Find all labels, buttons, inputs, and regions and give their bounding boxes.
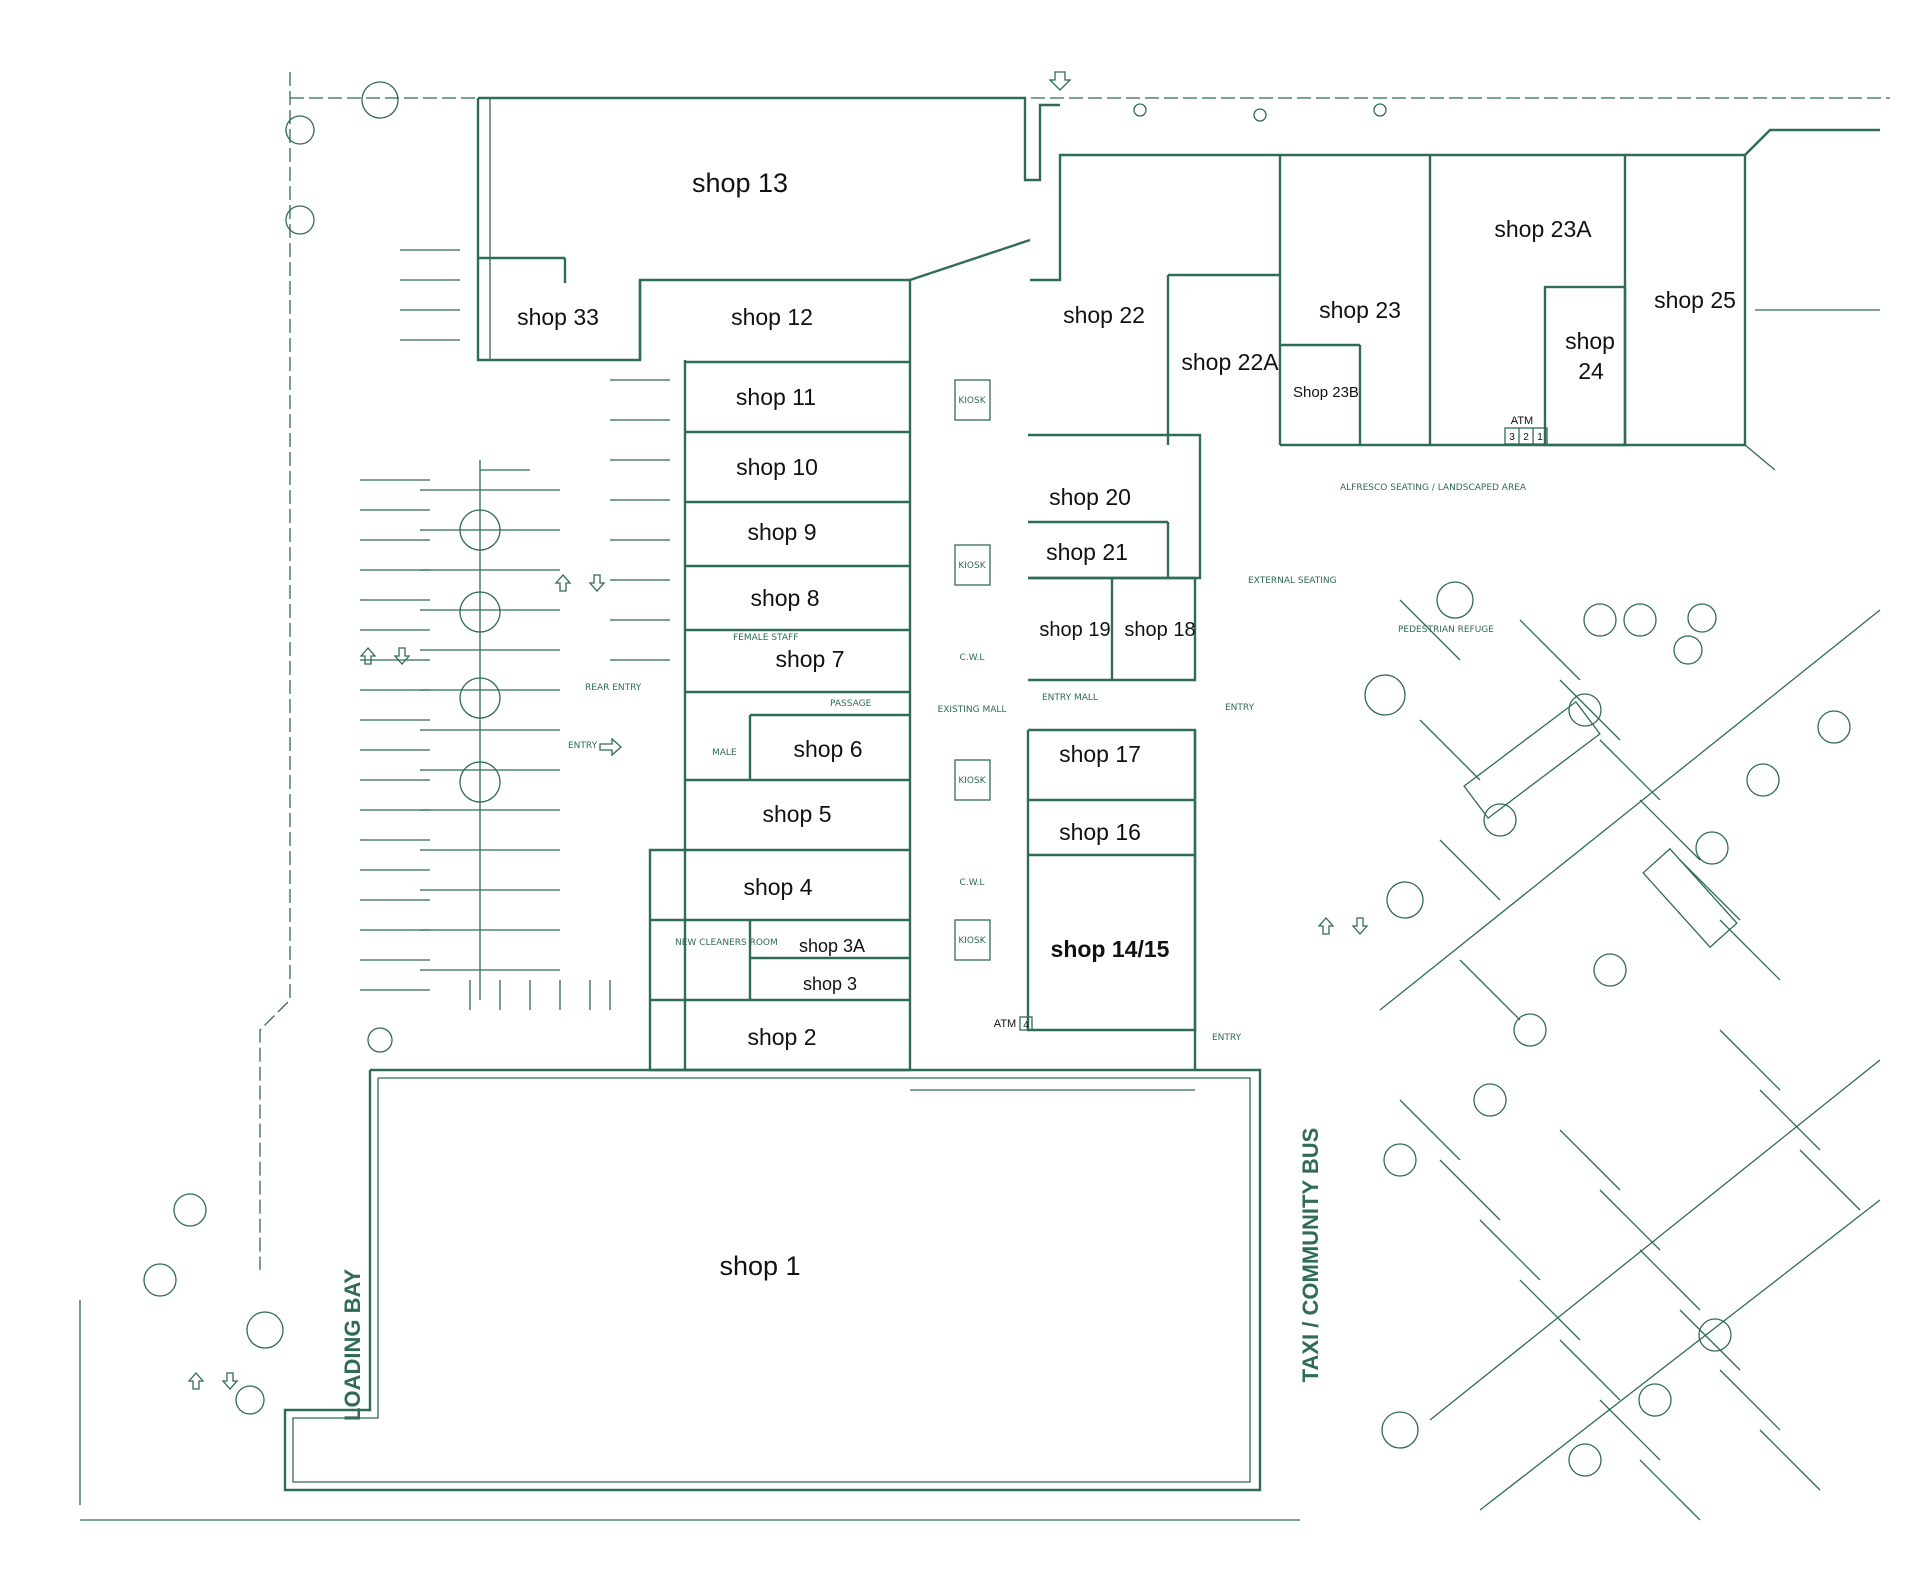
entry-note-south: ENTRY	[1212, 1033, 1242, 1043]
external-seating-note: EXTERNAL SEATING	[1248, 576, 1337, 586]
shop-2-label: shop 2	[747, 1024, 816, 1050]
cleaners-note: NEW CLEANERS ROOM	[675, 938, 778, 948]
existing-mall-note: EXISTING MALL	[938, 705, 1007, 715]
cwl-note-2: C.W.L	[960, 878, 985, 888]
shop-3a-label: shop 3A	[799, 936, 865, 956]
shop-8-label: shop 8	[750, 585, 819, 611]
loading-bay-label: LOADING BAY	[340, 1269, 365, 1421]
rear-entry-note: REAR ENTRY	[585, 683, 642, 693]
shop-18-label: shop 18	[1124, 619, 1195, 641]
taxi-community-bus-label: TAXI / COMMUNITY BUS	[1298, 1128, 1323, 1383]
atm-north-label: ATM	[1511, 415, 1533, 427]
kiosk-note-2: KIOSK	[958, 561, 986, 571]
cwl-note-1: C.W.L	[960, 653, 985, 663]
shop-19-label: shop 19	[1039, 619, 1110, 641]
entry-note-west: ENTRY	[568, 741, 598, 751]
trees	[143, 81, 1851, 1477]
shop-10-label: shop 10	[736, 454, 818, 480]
pedestrian-note: PEDESTRIAN REFUGE	[1398, 625, 1494, 635]
shop-24-label-line2: 24	[1578, 358, 1604, 384]
shop-7-label: shop 7	[775, 646, 844, 672]
shop-25-label: shop 25	[1654, 287, 1736, 313]
atm-south: ATM 4	[994, 1016, 1033, 1031]
shop-20-label: shop 20	[1049, 484, 1131, 510]
shop-14-15-label: shop 14/15	[1051, 936, 1170, 962]
atm-slot-4: 4	[1023, 1020, 1029, 1031]
atm-slot-1: 1	[1537, 432, 1543, 443]
shop-1-label: shop 1	[719, 1251, 800, 1281]
passage-note: PASSAGE	[830, 699, 872, 709]
atm-south-label: ATM	[994, 1018, 1016, 1030]
male-note: MALE	[712, 748, 737, 758]
shop-23a-label: shop 23A	[1494, 216, 1592, 242]
kiosk-note-3: KIOSK	[958, 776, 986, 786]
atm-north: ATM 3 2 1	[1504, 415, 1548, 445]
female-staff-note: FEMALE STAFF	[733, 633, 798, 643]
alfresco-note: ALFRESCO SEATING / LANDSCAPED AREA	[1340, 483, 1527, 493]
shop-3-label: shop 3	[803, 974, 857, 994]
shop-24-label-line1: shop	[1565, 328, 1615, 354]
shop-23-label: shop 23	[1319, 297, 1401, 323]
atm-slot-2: 2	[1523, 432, 1529, 443]
shop-4-label: shop 4	[743, 874, 812, 900]
building-walls	[283, 96, 1880, 1492]
shop-12-label: shop 12	[731, 304, 813, 330]
plan-notes: KIOSK KIOSK KIOSK KIOSK C.W.L C.W.L EXIS…	[568, 396, 1527, 1043]
shop-17-label: shop 17	[1059, 741, 1141, 767]
shop-5-label: shop 5	[762, 801, 831, 827]
shop-23b-label: Shop 23B	[1293, 384, 1359, 401]
entry-note-east: ENTRY	[1225, 703, 1255, 713]
entry-mall-note: ENTRY MALL	[1042, 693, 1098, 703]
east-diagonal-parking	[1379, 599, 1881, 1521]
atm-slot-3: 3	[1509, 432, 1515, 443]
shop-11-label: shop 11	[736, 384, 816, 410]
west-parking-bays	[360, 249, 670, 1010]
shop-labels: shop 13 shop 33 shop 12 shop 11 shop 10 …	[517, 168, 1736, 1281]
kiosks	[954, 379, 991, 961]
shop-33-label: shop 33	[517, 304, 599, 330]
kiosk-note-4: KIOSK	[958, 936, 986, 946]
direction-arrows	[187, 71, 1369, 1390]
kiosk-note-1: KIOSK	[958, 396, 986, 406]
shop-6-label: shop 6	[793, 736, 862, 762]
shop-16-label: shop 16	[1059, 819, 1141, 845]
shop-21-label: shop 21	[1046, 539, 1128, 565]
shop-13-label: shop 13	[692, 168, 788, 198]
shop-22a-label: shop 22A	[1181, 349, 1279, 375]
shop-22-label: shop 22	[1063, 302, 1145, 328]
shop-9-label: shop 9	[747, 519, 816, 545]
